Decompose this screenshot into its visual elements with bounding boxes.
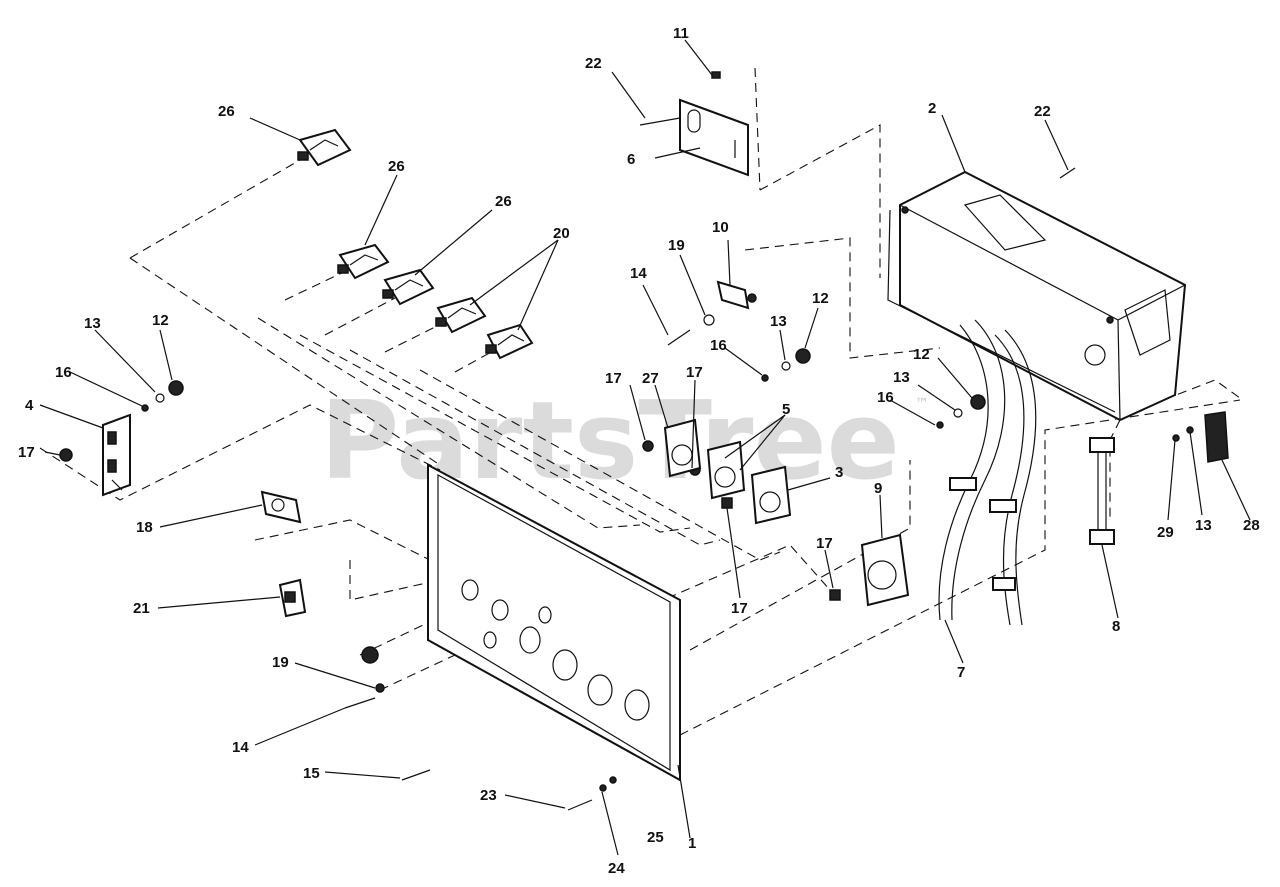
breaker-26-top — [297, 128, 352, 167]
callout-9: 9 — [874, 480, 882, 497]
watermark-trademark: ™ — [915, 396, 929, 412]
part-small-bracket — [667, 280, 757, 346]
callout-17-a: 17 — [18, 444, 35, 461]
callout-13-c: 13 — [893, 369, 910, 386]
callout-7: 7 — [957, 664, 965, 681]
callout-labels: 26 26 26 20 22 11 6 10 19 14 12 13 16 2 … — [18, 25, 1260, 877]
callout-16-c: 16 — [877, 389, 894, 406]
callout-26-c: 26 — [495, 193, 512, 210]
callout-17-b: 17 — [605, 370, 622, 387]
part-receptacle-18 — [260, 490, 302, 524]
callout-18: 18 — [136, 519, 153, 536]
callout-17-e: 17 — [816, 535, 833, 552]
breaker-20-a — [435, 296, 487, 334]
callout-20: 20 — [553, 225, 570, 242]
callout-28: 28 — [1243, 517, 1260, 534]
callout-15: 15 — [303, 765, 320, 782]
part-control-panel — [361, 463, 681, 782]
callout-16-b: 16 — [55, 364, 72, 381]
callout-14-b: 14 — [232, 739, 249, 756]
callout-12-a: 12 — [812, 290, 829, 307]
callout-22-a: 22 — [585, 55, 602, 72]
callout-16-a: 16 — [710, 337, 727, 354]
callout-26-a: 26 — [218, 103, 235, 120]
callout-29: 29 — [1157, 524, 1174, 541]
part-receptacle-9 — [860, 533, 910, 607]
callout-17-d: 17 — [731, 600, 748, 617]
breaker-26-lower — [382, 268, 435, 306]
callout-2: 2 — [928, 100, 936, 117]
part-duplex-outlet — [102, 413, 131, 497]
part-receptacle-27 — [663, 418, 702, 478]
callout-12-b: 12 — [152, 312, 169, 329]
breaker-20-b — [485, 323, 534, 360]
callout-3: 3 — [835, 464, 843, 481]
callout-22-b: 22 — [1034, 103, 1051, 120]
callout-13-d: 13 — [1195, 517, 1212, 534]
callout-13-a: 13 — [770, 313, 787, 330]
part-wire-harness — [938, 319, 1037, 626]
callout-27: 27 — [642, 370, 659, 387]
callout-11: 11 — [673, 25, 689, 42]
breaker-26-middle — [337, 243, 390, 280]
callout-6: 6 — [627, 151, 635, 168]
callout-17-c: 17 — [686, 364, 703, 381]
callout-14-a: 14 — [630, 265, 647, 282]
part-bracket-plate — [639, 71, 749, 177]
callout-25: 25 — [647, 829, 664, 846]
part-housing-box — [887, 170, 1187, 422]
callout-24: 24 — [608, 860, 625, 877]
callout-10: 10 — [712, 219, 729, 236]
callout-1: 1 — [688, 835, 696, 852]
part-terminal-block-28 — [1172, 411, 1229, 463]
leader-lines — [39, 39, 1251, 856]
callout-8: 8 — [1112, 618, 1120, 635]
part-receptacle-5 — [706, 440, 746, 500]
callout-12-c: 12 — [913, 346, 930, 363]
screws — [344, 167, 1076, 811]
watermark: PartsTree — [320, 379, 900, 504]
hardware-nuts — [59, 348, 986, 601]
callout-19-a: 19 — [668, 237, 685, 254]
part-receptacle-3 — [750, 465, 792, 525]
callout-23: 23 — [480, 787, 497, 804]
callout-13-b: 13 — [84, 315, 101, 332]
callout-19-b: 19 — [272, 654, 289, 671]
callout-5: 5 — [782, 401, 790, 418]
callout-4: 4 — [25, 397, 34, 414]
callout-26-b: 26 — [388, 158, 405, 175]
part-switch-21 — [278, 578, 307, 618]
part-standoff-8 — [1089, 437, 1115, 545]
callout-21: 21 — [133, 600, 150, 617]
